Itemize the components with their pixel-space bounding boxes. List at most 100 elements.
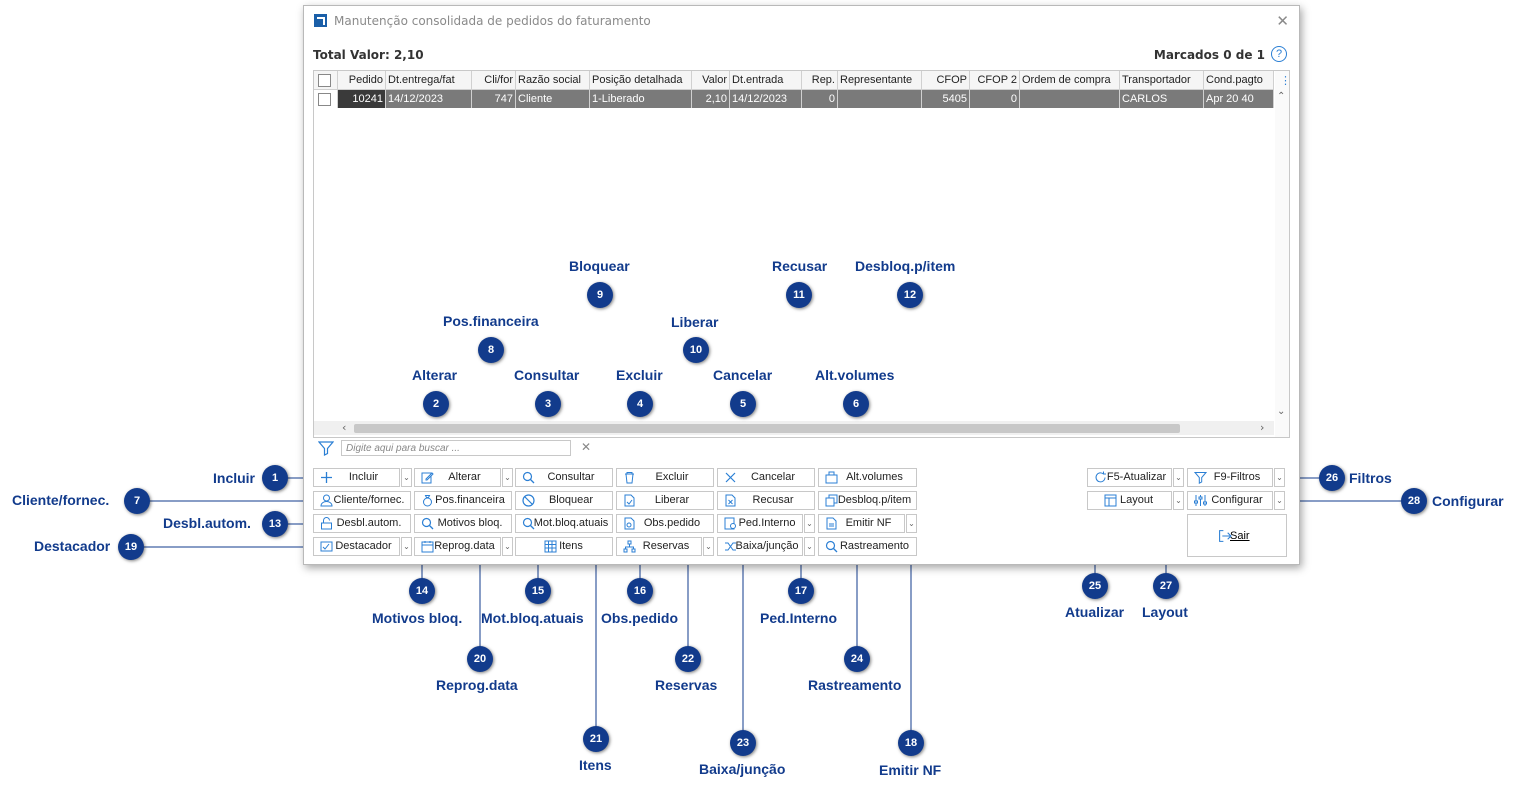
- cell-cfop2: 0: [970, 90, 1020, 108]
- user-icon: [320, 494, 333, 507]
- close-icon[interactable]: ✕: [1276, 12, 1289, 30]
- orders-grid[interactable]: Pedido Dt.entrega/fat Cli/for Razão soci…: [313, 70, 1291, 438]
- emitir-nf-dropdown[interactable]: ⌄: [906, 514, 917, 533]
- liberar-button[interactable]: Liberar: [616, 491, 714, 510]
- destacador-dropdown[interactable]: ⌄: [401, 537, 412, 556]
- callout-label: Destacador: [34, 538, 111, 554]
- rastreamento-button[interactable]: Rastreamento: [818, 537, 917, 556]
- shuffle-icon: [725, 542, 736, 551]
- table-row[interactable]: 10241 14/12/2023 747 Cliente 1-Liberado …: [314, 90, 1274, 108]
- configurar-label: Configurar: [1211, 494, 1263, 506]
- obs-pedido-button[interactable]: Obs.pedido: [616, 514, 714, 533]
- bloquear-button[interactable]: Bloquear: [515, 491, 613, 510]
- layout-dropdown[interactable]: ⌄: [1173, 491, 1184, 510]
- window-title: Manutenção consolidada de pedidos do fat…: [334, 14, 651, 28]
- f9-filtros-dropdown[interactable]: ⌄: [1274, 468, 1285, 487]
- filter-icon[interactable]: [318, 440, 334, 456]
- recusar-button[interactable]: Recusar: [717, 491, 815, 510]
- emitir-nf-button[interactable]: Emitir NF: [818, 514, 905, 533]
- col-header[interactable]: Cli/for: [472, 71, 516, 89]
- ped-interno-button[interactable]: Ped.Interno: [717, 514, 803, 533]
- help-icon[interactable]: ?: [1271, 46, 1287, 62]
- desbl-autom-button[interactable]: Desbl.autom.: [313, 514, 411, 533]
- baixa-juncao-label: Baixa/junção: [735, 540, 799, 552]
- callout-badge: 24: [844, 646, 870, 672]
- reservas-button[interactable]: Reservas: [616, 537, 702, 556]
- motivos-bloq-button[interactable]: Motivos bloq.: [414, 514, 512, 533]
- layout-button[interactable]: Layout: [1087, 491, 1172, 510]
- callout-badge: 18: [898, 730, 924, 756]
- baixa-juncao-dropdown[interactable]: ⌄: [804, 537, 815, 556]
- column-menu-icon[interactable]: ⋮: [1280, 74, 1291, 87]
- exit-icon: [1219, 530, 1232, 542]
- layout-label: Layout: [1119, 494, 1154, 506]
- callout-badge: 19: [118, 534, 144, 560]
- scroll-down-icon[interactable]: ⌄: [1277, 406, 1286, 417]
- col-header[interactable]: Cond.pagto: [1204, 71, 1274, 89]
- col-header[interactable]: CFOP: [922, 71, 970, 89]
- scroll-up-icon[interactable]: ⌃: [1277, 91, 1286, 102]
- clear-search-icon[interactable]: ✕: [581, 440, 592, 454]
- col-header[interactable]: Rep.: [802, 71, 838, 89]
- alt-volumes-button[interactable]: Alt.volumes: [818, 468, 917, 487]
- incluir-dropdown[interactable]: ⌄: [401, 468, 412, 487]
- col-header[interactable]: Ordem de compra: [1020, 71, 1120, 89]
- callout-label: Pos.financeira: [443, 313, 539, 329]
- baixa-juncao-button[interactable]: Baixa/junção: [717, 537, 803, 556]
- destacador-button[interactable]: Destacador: [313, 537, 400, 556]
- row-select[interactable]: [314, 90, 338, 108]
- sair-button[interactable]: Sair: [1187, 514, 1287, 557]
- col-header[interactable]: Dt.entrada: [730, 71, 802, 89]
- reprog-data-dropdown[interactable]: ⌄: [502, 537, 513, 556]
- configurar-dropdown[interactable]: ⌄: [1274, 491, 1285, 510]
- callout-label: Alt.volumes: [815, 367, 895, 383]
- cliente-fornec-button[interactable]: Cliente/fornec.: [313, 491, 411, 510]
- checkbox[interactable]: [318, 93, 331, 106]
- cell-ordem-compra: [1020, 90, 1120, 108]
- mot-bloq-atuais-button[interactable]: Mot.bloq.atuais: [515, 514, 613, 533]
- checkbox[interactable]: [318, 74, 331, 87]
- callout-label: Ped.Interno: [760, 610, 838, 626]
- desbloq-p-item-button[interactable]: Desbloq.p/item: [818, 491, 917, 510]
- callout-label: Motivos bloq.: [372, 610, 463, 626]
- x-icon: [725, 472, 736, 483]
- col-header[interactable]: Valor: [692, 71, 730, 89]
- header-select-all[interactable]: [314, 71, 338, 89]
- vertical-scrollbar[interactable]: ⋮ ⌃ ⌄: [1275, 71, 1291, 437]
- reprog-data-button[interactable]: Reprog.data: [414, 537, 501, 556]
- horizontal-scrollbar[interactable]: ‹ ›: [314, 421, 1274, 435]
- callout-label: Cliente/fornec.: [12, 492, 110, 508]
- col-header[interactable]: Posição detalhada: [590, 71, 692, 89]
- col-header[interactable]: Representante: [838, 71, 922, 89]
- col-header[interactable]: Razão social: [516, 71, 590, 89]
- col-header[interactable]: Dt.entrega/fat: [386, 71, 472, 89]
- motivos-bloq-label: Motivos bloq.: [437, 517, 503, 529]
- search-input[interactable]: Digite aqui para buscar ...: [341, 440, 571, 456]
- consultar-button[interactable]: Consultar: [515, 468, 613, 487]
- scroll-left-icon[interactable]: ‹: [342, 421, 347, 434]
- callout-badge: 17: [788, 578, 814, 604]
- excluir-button[interactable]: Excluir: [616, 468, 714, 487]
- scroll-thumb[interactable]: [354, 424, 1180, 433]
- pos-financeira-button[interactable]: Pos.financeira: [414, 491, 512, 510]
- itens-button[interactable]: Itens: [515, 537, 613, 556]
- callout-label: Desbloq.p/item: [855, 258, 956, 274]
- reservas-dropdown[interactable]: ⌄: [703, 537, 714, 556]
- col-header[interactable]: CFOP 2: [970, 71, 1020, 89]
- cell-rep: 0: [802, 90, 838, 108]
- f5-atualizar-button[interactable]: F5-Atualizar: [1087, 468, 1172, 487]
- f5-atualizar-dropdown[interactable]: ⌄: [1173, 468, 1184, 487]
- configurar-button[interactable]: Configurar: [1187, 491, 1273, 510]
- f9-filtros-button[interactable]: F9-Filtros: [1187, 468, 1273, 487]
- col-header[interactable]: Pedido: [338, 71, 386, 89]
- cancelar-button[interactable]: Cancelar: [717, 468, 815, 487]
- callout-label: Reservas: [655, 677, 718, 693]
- alterar-dropdown[interactable]: ⌄: [502, 468, 513, 487]
- incluir-button[interactable]: Incluir: [313, 468, 400, 487]
- money-bag-icon: [423, 495, 432, 507]
- ped-interno-dropdown[interactable]: ⌄: [804, 514, 815, 533]
- calendar-icon: [421, 541, 434, 553]
- scroll-right-icon[interactable]: ›: [1260, 421, 1265, 434]
- alterar-button[interactable]: Alterar: [414, 468, 501, 487]
- col-header[interactable]: Transportador: [1120, 71, 1204, 89]
